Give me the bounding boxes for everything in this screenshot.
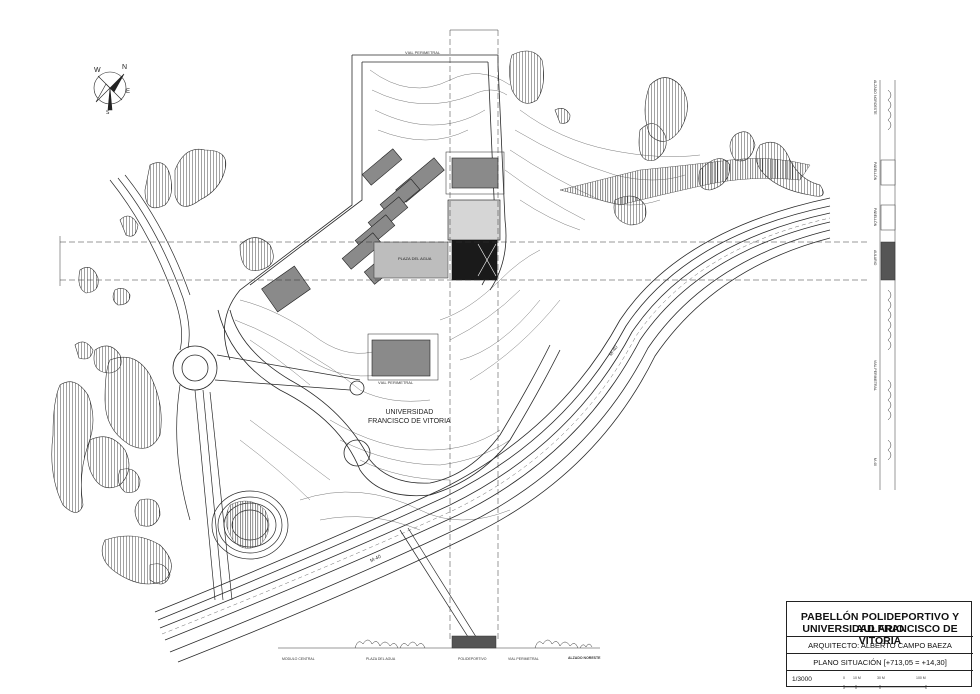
existing-buildings: [261, 148, 499, 377]
bottom-elevation: [278, 635, 600, 649]
scale-label: 1/3000: [792, 676, 812, 683]
scale-tick-100: 100 M: [916, 676, 926, 680]
north-arrow: [93, 71, 127, 111]
campus-label: UNIVERSIDAD FRANCISCO DE VITORIA: [368, 408, 451, 426]
side-label-m40: M-40: [873, 458, 877, 466]
compass-south-label: S: [106, 110, 110, 116]
title-block: PABELLÓN POLIDEPORTIVO Y AULARIO UNIVERS…: [786, 601, 973, 687]
elev-label-vial: VIAL PERIMETRAL: [508, 657, 539, 661]
campus-label-line2: FRANCISCO DE VITORIA: [368, 418, 451, 425]
compass-east-label: E: [126, 89, 131, 95]
elev-label-modulo: MODULO CENTRAL: [282, 657, 315, 661]
m40-highway: [154, 197, 831, 663]
title-divider: [787, 636, 973, 637]
road-label-perimeter: VIAL PERIMETRAL: [378, 380, 414, 385]
elev-label-polideportivo: POLIDEPORTIVO: [458, 657, 487, 661]
side-label-vial: VIAL PERIMETRAL: [873, 360, 877, 391]
graphic-scale-bar: 0 10 M 30 M 100 M: [840, 676, 930, 689]
contour-lines: [234, 69, 701, 531]
elev-label-plaza: PLAZA DEL AGUA: [366, 657, 396, 661]
scale-bar-graphic: [843, 685, 927, 689]
project-title-line2: UNIVERSIDAD FRANCISCO DE VITORIA: [802, 623, 958, 647]
scale-tick-0: 0: [843, 676, 845, 680]
side-label-pabellon-1: PABELLÓN: [873, 162, 877, 181]
drawing-name: PLANO SITUACIÓN [+713,05 = +14,30]: [813, 658, 947, 667]
section-guides: [60, 30, 870, 640]
compass-north-label: N: [122, 64, 128, 71]
side-elevation: [879, 80, 896, 490]
side-label-pabellon-2: PABELLÓN: [873, 208, 877, 227]
side-label-alzado: ALZADO NOROESTE: [873, 80, 877, 115]
building-outlines: [367, 151, 505, 381]
new-pavilion: [447, 199, 501, 281]
side-label-aulario: AULARIO: [873, 250, 877, 266]
road-label-top: VIAL PERIMETRAL: [405, 50, 441, 55]
vegetation-edge: [559, 158, 811, 206]
compass-west-label: W: [94, 67, 101, 74]
section-ticks: [59, 29, 498, 286]
side-elevation-trees: [887, 89, 892, 461]
roundabout-south: [343, 380, 371, 467]
campus-label-line1: UNIVERSIDAD: [385, 409, 434, 416]
elev-label-alzado-noreste: ALZADO NORESTE: [568, 656, 601, 660]
roundabout-west: [172, 345, 218, 391]
south-road: [399, 527, 479, 641]
vegetation: [51, 50, 824, 585]
title-divider: [787, 670, 973, 671]
interchange-vegetation: [225, 500, 270, 549]
west-roads: [109, 174, 361, 601]
title-divider: [787, 653, 973, 654]
architect-credit: ARQUITECTO: ALBERTO CAMPO BAEZA: [808, 641, 952, 650]
plaza-label: PLAZA DEL AGUA: [398, 256, 432, 261]
scale-tick-10: 10 M: [853, 676, 861, 680]
m40-shoulder: [161, 217, 831, 635]
scale-tick-30: 30 M: [877, 676, 885, 680]
project-title-line1: PABELLÓN POLIDEPORTIVO Y AULARIO: [800, 611, 960, 635]
